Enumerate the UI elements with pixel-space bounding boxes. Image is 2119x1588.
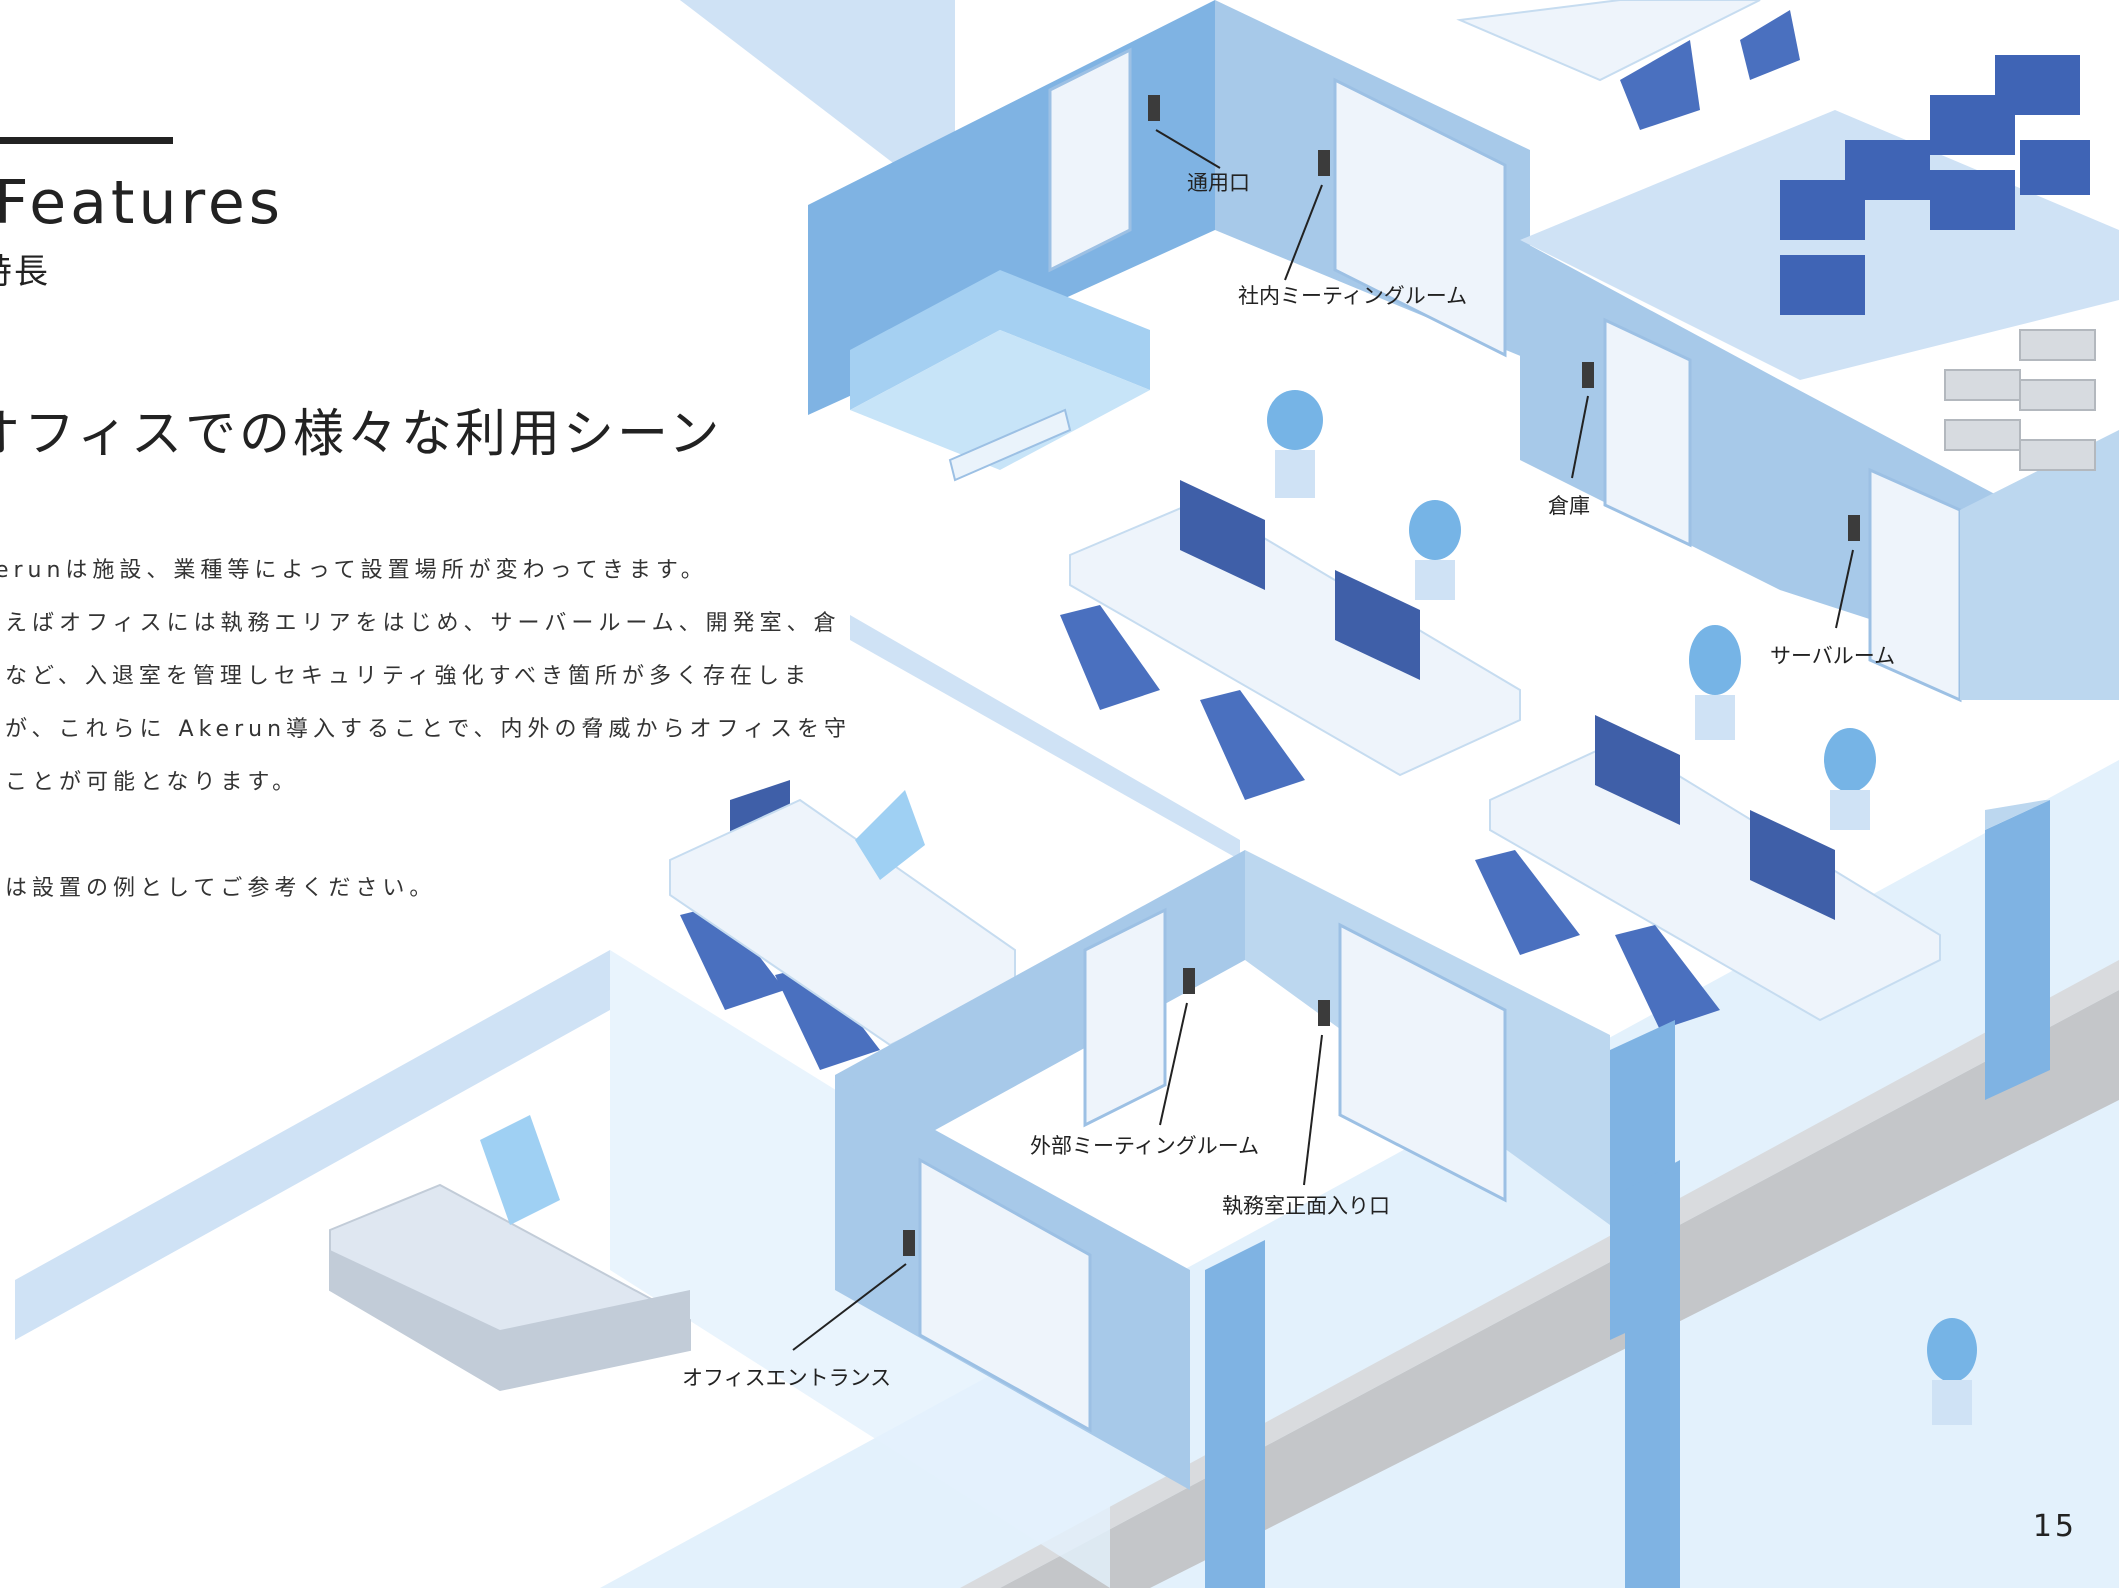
- server-side-wall: [1960, 430, 2119, 700]
- body-line-4: すが、これらに Akerun導入することで、内外の脅威からオフィスを守: [0, 717, 852, 742]
- label-entrance-common: 通用口: [1187, 171, 1250, 195]
- top-left-wall: [680, 0, 955, 200]
- top-chair-1: [1620, 40, 1700, 130]
- reception-desk-front: [330, 1250, 690, 1390]
- body-line-2: 列えばオフィスには執務エリアをはじめ、サーバールーム、開発室、倉: [0, 611, 841, 636]
- left-glass-chairs: [855, 790, 925, 880]
- page-number: 15: [2032, 1509, 2077, 1544]
- label-external-meeting: 外部ミーティングルーム: [1030, 1134, 1260, 1158]
- server-racks: [1944, 329, 2096, 471]
- label-internal-meeting: 社内ミーティングルーム: [1238, 284, 1468, 308]
- label-office-main-entrance: 執務室正面入り口: [1222, 1194, 1390, 1218]
- storage-door: [1603, 317, 1692, 548]
- left-glass-wall: [850, 615, 1240, 860]
- storage-shelves: [1780, 55, 2090, 315]
- section-rule: [0, 137, 173, 144]
- reception-chair: [480, 1115, 560, 1225]
- body-line-5: ることが可能となります。: [0, 770, 300, 795]
- coffee-table: [948, 408, 1072, 482]
- sofa-back: [850, 270, 1150, 410]
- reception-wall: [15, 950, 610, 1340]
- monitors: [730, 480, 1835, 920]
- main-entrance-door: [1338, 922, 1507, 1203]
- pillars: [1205, 800, 2050, 1588]
- label-server-room: サーバルーム: [1770, 644, 1896, 668]
- body-line-3: 庫など、入退室を管理しセキュリティ強化すべき箇所が多く存在しま: [0, 664, 812, 689]
- office-chairs: [680, 605, 1720, 1070]
- page-heading: オフィスでの様々な利用シーン: [0, 405, 723, 464]
- top-desk: [1456, 0, 1761, 82]
- section-title-en: Features: [0, 168, 284, 238]
- external-meeting-door: [1083, 907, 1167, 1128]
- label-office-entrance: オフィスエントランス: [682, 1366, 892, 1390]
- office-entrance-door: [918, 1157, 1092, 1433]
- center-desk-2: [1489, 738, 1941, 1022]
- card-readers: [903, 95, 1860, 1256]
- body-line-note: 図は設置の例としてご参考ください。: [0, 876, 437, 901]
- label-storage: 倉庫: [1548, 494, 1590, 518]
- lounge-door: [1048, 47, 1132, 273]
- meeting-room-door: [1333, 77, 1507, 358]
- sofa-seat: [850, 330, 1150, 470]
- leader-lines: [792, 129, 1854, 1351]
- top-chair-2: [1740, 10, 1800, 80]
- plants: [1267, 390, 1977, 1425]
- section-title-ja: 特長: [0, 252, 50, 292]
- body-line-1: kerunは施設、業種等によって設置場所が変わってきます。: [0, 558, 708, 583]
